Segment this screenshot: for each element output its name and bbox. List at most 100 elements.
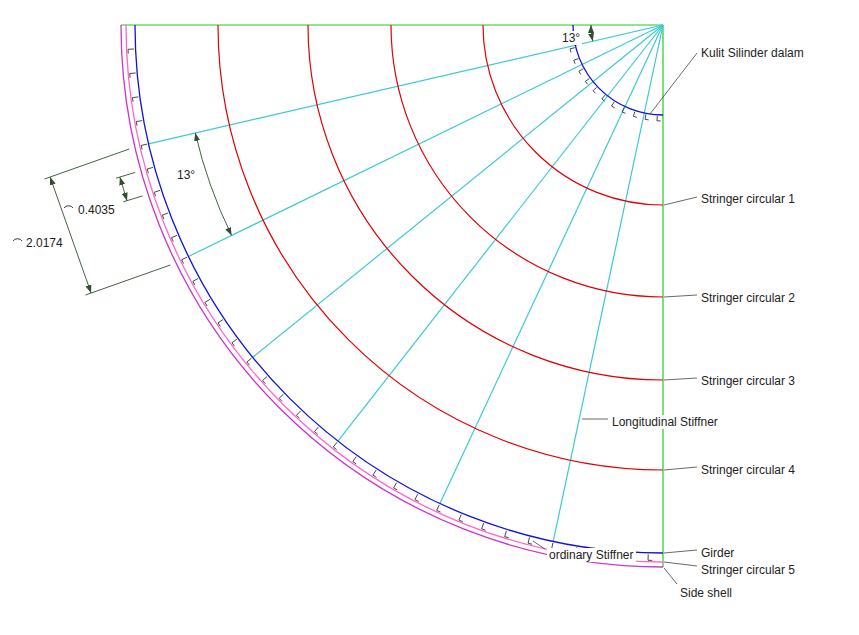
frame-line — [121, 24, 663, 25]
leader-line — [582, 419, 608, 420]
stiffener-tick — [579, 69, 583, 75]
arc-length-symbol — [13, 239, 22, 241]
label-holder: ordinary Stiffner — [547, 545, 636, 563]
stiffener-tick — [645, 114, 649, 120]
stiffener-tick — [136, 121, 142, 126]
stiffener-tick — [193, 278, 198, 285]
arcs — [121, 25, 663, 567]
stiffener-tick — [612, 102, 615, 108]
part-label: Stringer circular 2 — [699, 291, 797, 305]
stiffener-tick — [205, 299, 210, 306]
arc-length-symbol — [64, 206, 73, 208]
stiffener-tick — [528, 537, 532, 544]
arc-length-dimension: 0.4035 — [76, 203, 117, 217]
stiffener-tick — [172, 235, 178, 241]
label-holder: 2.0174 — [24, 233, 65, 251]
stiffener-line — [440, 25, 663, 504]
stiffener-line — [188, 25, 663, 257]
stiffener-tick — [147, 167, 153, 173]
stiffener-tick — [574, 58, 579, 63]
leader-line — [664, 467, 697, 470]
inner-cylinder-arc — [573, 25, 663, 115]
stiffener-tick — [263, 377, 267, 384]
stiffener-tick — [296, 411, 300, 418]
dimension-line — [120, 177, 127, 201]
leader-line — [664, 550, 697, 553]
leader-lines — [533, 53, 697, 584]
stiffener-tick — [128, 49, 134, 53]
part-label: Stringer circular 5 — [699, 563, 797, 577]
stiffener-line — [553, 25, 663, 541]
leader-line — [664, 378, 697, 380]
label-holder: Stringer circular 1 — [699, 189, 797, 207]
stiffener-tick — [482, 523, 486, 530]
label-holder: 13° — [560, 28, 582, 46]
angle-dimension: 13° — [560, 31, 582, 45]
stringer-arc — [308, 25, 663, 380]
frame-line — [662, 25, 663, 567]
label-holder: 0.4035 — [76, 200, 117, 218]
leader-line — [664, 295, 697, 297]
stiffener-tick — [232, 339, 237, 346]
angle-dimension: 13° — [175, 168, 197, 182]
label-holder: Girder — [699, 543, 736, 561]
stiffener-tick — [333, 442, 337, 449]
stiffener-tick — [218, 320, 223, 327]
arc-length-dimension: 2.0174 — [24, 236, 65, 250]
stiffener-tick — [141, 144, 147, 149]
part-label: Stringer circular 4 — [699, 463, 797, 477]
dimensions — [13, 25, 593, 295]
stiffener-tick — [459, 515, 463, 522]
stiffener-tick — [602, 95, 605, 101]
stiffener-tick — [437, 505, 441, 512]
stringer-arc — [391, 25, 663, 297]
stiffener-tick — [373, 470, 377, 477]
leader-line — [664, 562, 697, 566]
stiffener-tick — [570, 48, 575, 53]
stiffener-tick — [585, 78, 589, 84]
label-holder: Side shell — [678, 583, 734, 601]
side-shell-arc — [121, 25, 663, 567]
extension-line — [116, 172, 135, 178]
stiffener-tick — [315, 427, 319, 434]
dimension-line — [50, 177, 91, 293]
stiffener-line — [149, 25, 664, 144]
stiffener-tick — [394, 483, 398, 490]
stiffener-tick — [593, 87, 597, 93]
stiffener-tick — [648, 554, 652, 560]
stringer-arc — [126, 25, 663, 562]
stiffener-tick — [132, 97, 138, 102]
stiffener-tick — [415, 494, 419, 501]
part-label: Girder — [699, 546, 736, 560]
leader-line — [650, 53, 697, 114]
leader-line — [664, 197, 697, 205]
stringer-arc — [483, 25, 663, 205]
label-holder: Stringer circular 5 — [699, 560, 797, 578]
stiffener-tick — [154, 190, 160, 196]
label-holder: 13° — [175, 165, 197, 183]
stringer-arc — [218, 25, 663, 470]
angle-dimension-arc — [195, 133, 231, 235]
label-holder: Stringer circular 3 — [699, 371, 797, 389]
longitudinal-stiffeners — [149, 25, 664, 541]
extension-line — [86, 265, 171, 295]
stiffener-tick — [622, 107, 625, 113]
stiffener-tick — [279, 394, 283, 401]
part-label: Stringer circular 1 — [699, 192, 797, 206]
stiffener-tick — [247, 358, 252, 365]
leader-line — [664, 568, 677, 584]
label-holder: Stringer circular 4 — [699, 460, 797, 478]
stiffener-tick — [130, 73, 136, 78]
stiffener-tick — [657, 116, 661, 121]
part-label: Longitudinal Stiffner — [610, 415, 720, 429]
stiffener-tick — [633, 112, 637, 118]
girder-arc — [135, 25, 663, 553]
part-label: Stringer circular 3 — [699, 374, 797, 388]
stiffener-tick — [162, 213, 168, 219]
part-label: ordinary Stiffner — [547, 548, 636, 562]
label-holder: Stringer circular 2 — [699, 288, 797, 306]
stiffener-tick — [505, 531, 509, 538]
